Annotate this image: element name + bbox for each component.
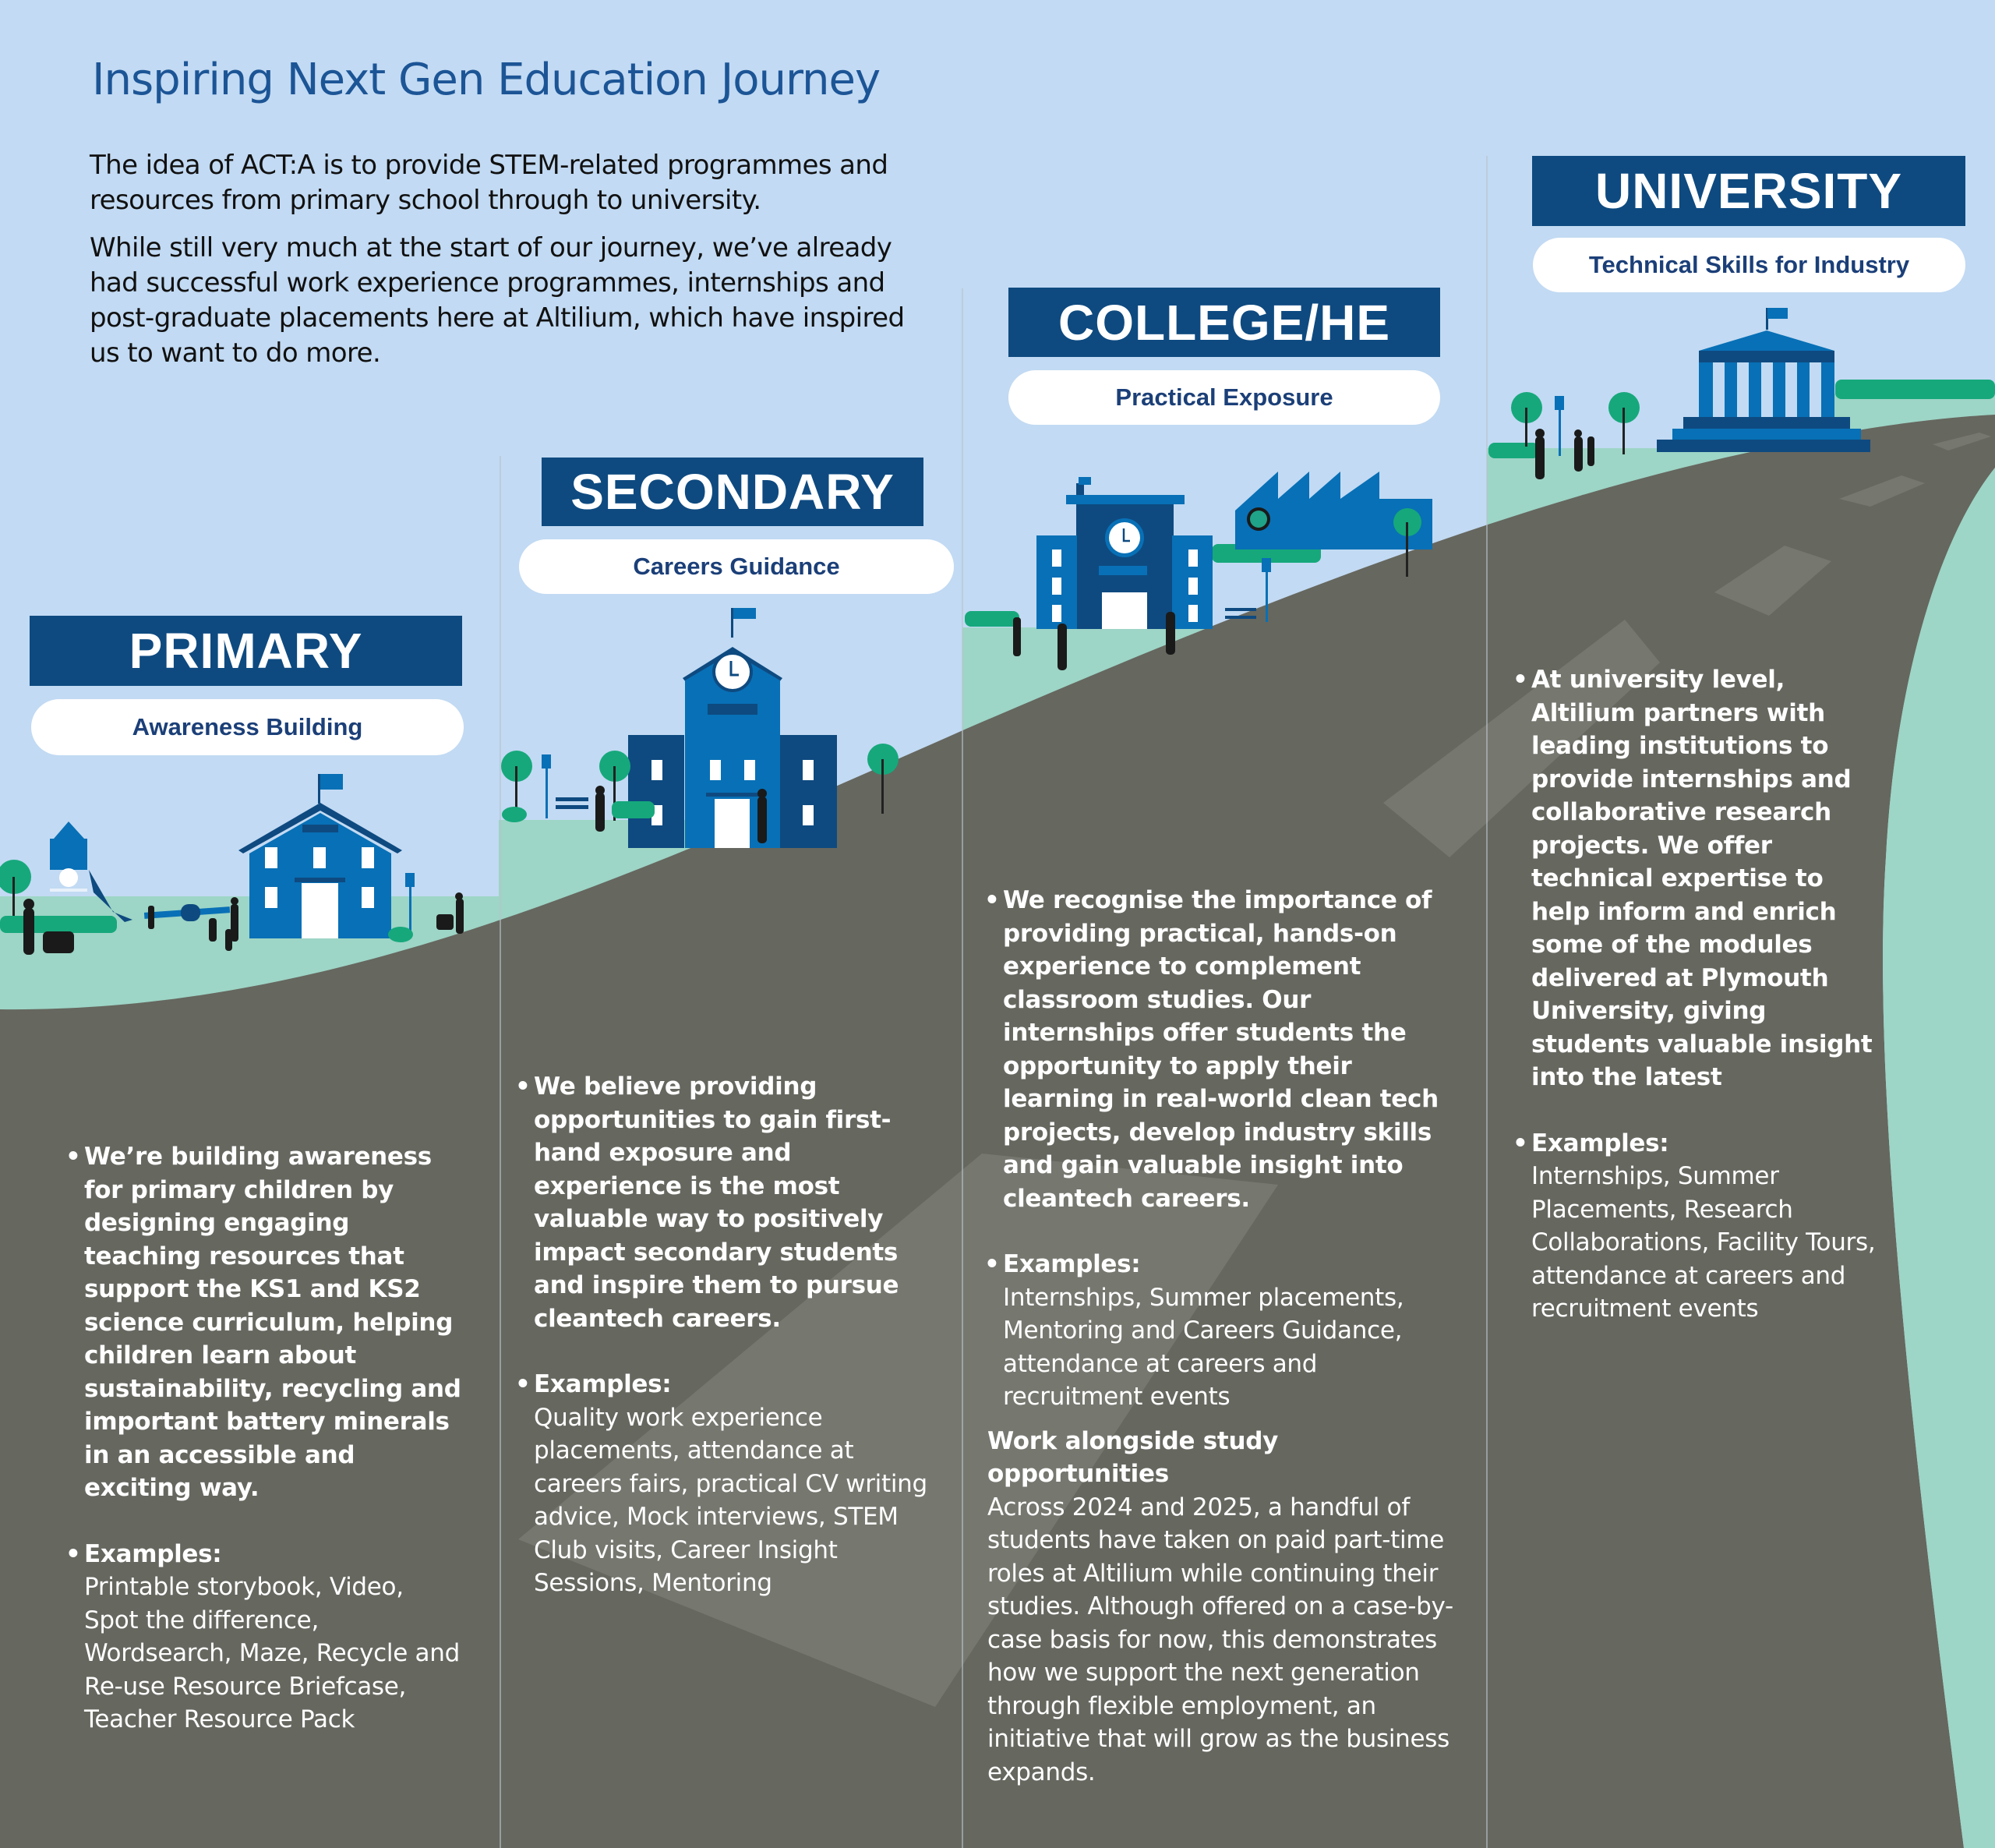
stage-heading-primary: PRIMARY	[30, 616, 462, 686]
examples-list: Printable storybook, Video, Spot the dif…	[84, 1573, 460, 1733]
stage-text-primary: We’re building awareness for primary chi…	[65, 1140, 462, 1737]
stage-description: At university level, Altilium partners w…	[1513, 663, 1882, 1094]
examples-label: Examples:	[1513, 1127, 1882, 1161]
column-dividers	[500, 156, 1488, 1848]
primary-school-illustration	[0, 774, 464, 955]
stage-heading-university: UNIVERSITY	[1532, 156, 1965, 226]
intro-paragraph: The idea of ACT:A is to provide STEM-rel…	[90, 150, 888, 216]
examples-list: Internships, Summer placements, Mentorin…	[1003, 1283, 1404, 1412]
work-study-heading: Work alongside study opportunities	[987, 1426, 1279, 1489]
stage-subtitle-secondary: Careers Guidance	[519, 539, 954, 594]
stage-subtitle-college: Practical Exposure	[1008, 370, 1440, 425]
secondary-school-illustration	[501, 608, 899, 848]
stage-description: We recognise the importance of providing…	[984, 884, 1455, 1215]
work-study-text: Across 2024 and 2025, a handful of stude…	[987, 1493, 1453, 1786]
intro-paragraph: While still very much at the start of ou…	[90, 232, 905, 369]
stage-subtitle-primary: Awareness Building	[31, 699, 464, 755]
examples-label: Examples:	[984, 1248, 1455, 1281]
university-building-illustration	[1511, 308, 1870, 479]
stage-description: We believe providing opportunities to ga…	[515, 1070, 931, 1335]
stage-text-secondary: We believe providing opportunities to ga…	[515, 1070, 931, 1600]
examples-list: Internships, Summer Placements, Research…	[1531, 1162, 1876, 1323]
page-title: Inspiring Next Gen Education Journey	[92, 55, 881, 105]
road-shoulder	[1883, 468, 1995, 1848]
college-factory-illustration	[1013, 472, 1432, 670]
stage-text-college: We recognise the importance of providing…	[984, 884, 1455, 1789]
examples-label: Examples:	[65, 1538, 462, 1571]
intro-text: The idea of ACT:A is to provide STEM-rel…	[90, 148, 916, 383]
stage-heading-secondary: SECONDARY	[542, 458, 923, 526]
stage-text-university: At university level, Altilium partners w…	[1513, 663, 1882, 1326]
examples-list: Quality work experience placements, atte…	[534, 1403, 927, 1598]
stage-heading-college: COLLEGE/HE	[1008, 288, 1440, 357]
stage-subtitle-university: Technical Skills for Industry	[1533, 238, 1965, 292]
examples-label: Examples:	[515, 1368, 931, 1401]
stage-description: We’re building awareness for primary chi…	[65, 1140, 462, 1505]
